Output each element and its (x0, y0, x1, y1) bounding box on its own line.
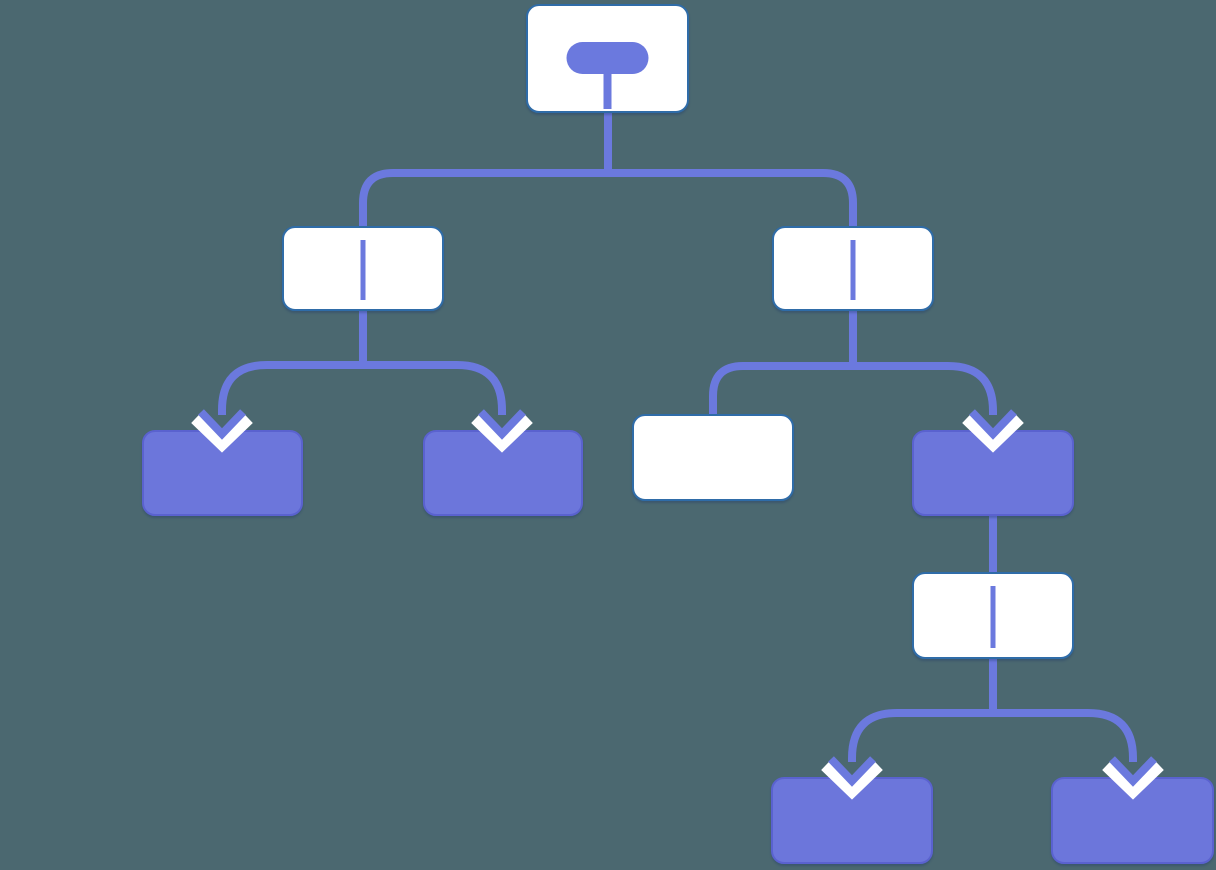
connector-branch-left-to-leaves (218, 361, 506, 415)
chevron-outline-icon (821, 762, 883, 800)
arrow-down-icon-leaf-a (191, 409, 253, 453)
chevron-arrowhead-icon (478, 409, 526, 440)
connector-branch-right-to-children (709, 362, 997, 419)
chevron-outline-icon (191, 415, 253, 453)
chevron-arrowhead-icon (969, 409, 1017, 440)
connector-branch-d-to-leaves (848, 709, 1137, 762)
node-branch-d[interactable] (912, 572, 1074, 659)
chevron-outline-icon (1102, 762, 1164, 800)
chevron-outline-icon (471, 415, 533, 453)
node-root[interactable] (526, 4, 689, 113)
arrow-down-icon-leaf-b (471, 409, 533, 453)
node-branch-right[interactable] (772, 226, 934, 311)
chevron-outline-icon (962, 415, 1024, 453)
connector-root-to-branches (359, 169, 857, 231)
arrow-down-icon-node-d (962, 409, 1024, 453)
chevron-arrowhead-icon (1109, 756, 1157, 787)
connectors-layer (218, 108, 1137, 762)
chevron-arrowhead-icon (828, 756, 876, 787)
node-branch-left[interactable] (282, 226, 444, 311)
root-pill (566, 42, 649, 74)
node-leaf-c[interactable] (632, 414, 794, 501)
arrow-down-icon-leaf-e (821, 756, 883, 800)
arrow-down-icon-leaf-f (1102, 756, 1164, 800)
chevron-arrowhead-icon (198, 409, 246, 440)
arrowheads-layer (191, 409, 1164, 800)
white-node-box[interactable] (632, 414, 794, 501)
nodes-layer (142, 4, 1214, 864)
